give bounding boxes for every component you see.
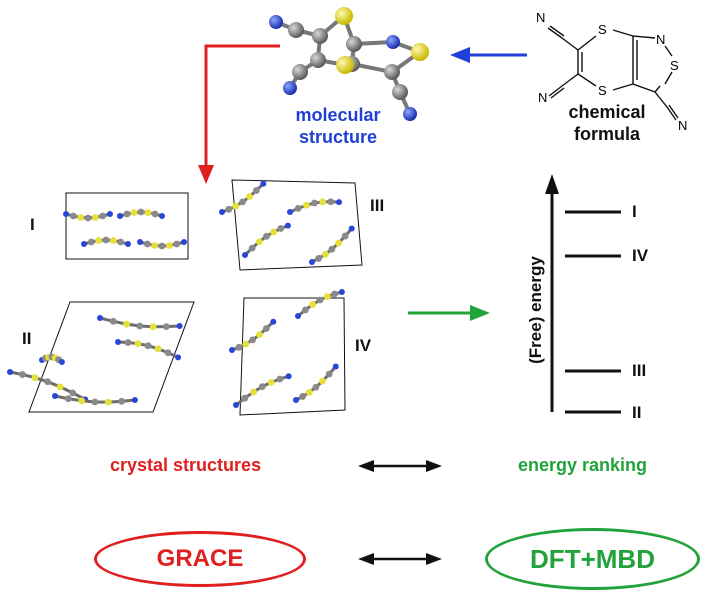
crystal-molecule [97,315,183,331]
dftmbd-label: DFT+MBD [530,543,655,574]
energy-axis-label: (Free) energy [526,256,545,364]
crystal-molecule [137,239,187,250]
molecule-atom [336,56,354,74]
chemical-formula-drawing [547,25,679,121]
formula-atom-n: N [656,32,666,47]
molecule-atom [411,43,429,61]
energy-levels [565,210,621,414]
crystal-molecule [229,318,277,353]
crystal-molecule [309,225,355,265]
crystal-molecule [115,339,182,361]
crystal-molecules [7,180,355,408]
crystal-molecule [117,208,165,219]
energy-axis [545,174,559,412]
chemical-formula-label: chemical formula [548,101,666,145]
crystal-structures-label: crystal structures [110,455,262,475]
formula-atom-n: N [678,118,688,133]
energy-level-label-II: II [632,403,642,422]
energy-level-label-I: I [632,202,637,221]
molecule-atom [335,7,353,25]
crystal-molecule [63,211,113,222]
molecule-atom [384,64,400,80]
molecular-structure-line2: structure [298,127,378,147]
polymorph-label-IV: IV [355,336,372,355]
molecule-atom [310,52,326,68]
molecule-atom [403,107,417,121]
formula-atom-s: S [598,83,607,98]
molecule-atom [292,64,308,80]
formula-atom-n: N [536,10,546,25]
crystal-molecule [233,373,292,408]
molecular-structure-line1: molecular [295,105,381,125]
green-flow-arrow [408,305,490,321]
molecular-structure-label: molecular structure [278,104,398,148]
formula-atom-s: S [598,22,607,37]
molecule-atom [269,15,283,29]
crystal-molecule [81,236,131,247]
crystal-molecule [293,363,339,403]
crystal-molecule [287,198,343,215]
energy-level-label-III: III [632,361,647,380]
crystal-cell-II [28,301,195,413]
crystal-molecule [52,393,138,406]
polymorph-label-III: III [370,196,385,215]
molecule-atom [346,36,362,52]
energy-level-label-IV: IV [632,246,649,265]
polymorph-label-I: I [30,215,35,234]
chemical-formula-line2: formula [573,124,640,144]
crystal-molecule [295,289,345,319]
blue-flow-arrow [450,47,527,63]
dftmbd-oval: DFT+MBD [485,528,700,590]
grace-oval: GRACE [94,531,306,587]
double-arrow-upper [358,460,442,472]
crystal-cell-I [65,192,189,260]
crystal-molecule [242,222,291,258]
molecule-atom [392,84,408,100]
crystal-molecule [7,369,89,403]
formula-atom-s: S [670,58,679,73]
molecule-atom [283,81,297,95]
molecule-atom [288,22,304,38]
crystal-cell-IV [239,297,346,416]
molecule-3d-model [269,7,429,121]
grace-label: GRACE [156,545,244,572]
crystal-molecule [39,353,65,365]
red-flow-arrow [198,44,280,184]
crystal-molecule [219,180,267,215]
molecule-atom [386,35,400,49]
formula-atom-n: N [538,90,548,105]
crystal-cell-III [231,179,363,271]
polymorph-label-II: II [22,329,32,348]
double-arrow-lower [358,553,442,565]
energy-ranking-label: energy ranking [518,455,648,475]
chemical-formula-line1: chemical [568,102,646,122]
molecule-atom [312,28,328,44]
